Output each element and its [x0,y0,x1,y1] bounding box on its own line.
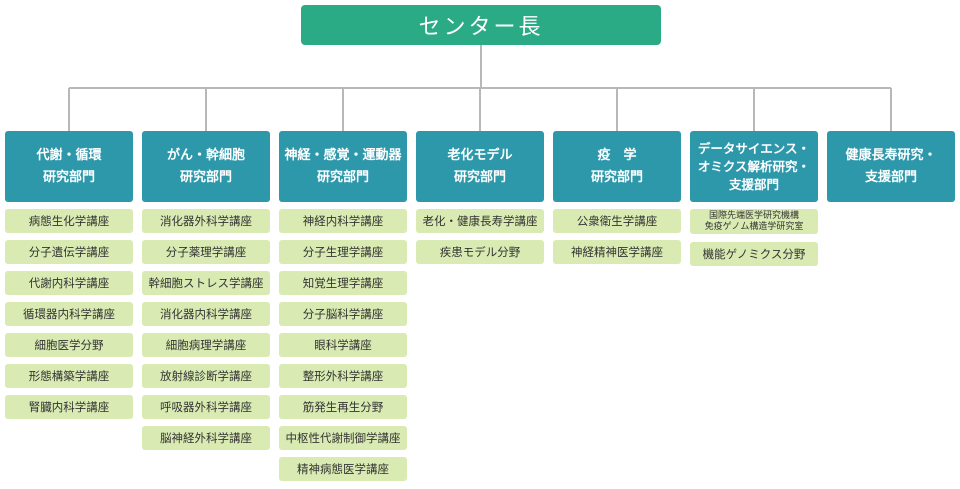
list-item: 疾患モデル分野 [416,240,544,264]
list-item: 中枢性代謝制御学講座 [279,426,407,450]
list-item: 消化器外科学講座 [142,209,270,233]
department-title-line1: 代謝・循環 [36,147,102,163]
list-item: 機能ゲノミクス分野 [690,242,818,266]
department-items-column: 病態生化学講座 分子遺伝学講座 代謝内科学講座 循環器内科学講座 細胞医学分野 … [5,209,133,426]
list-item: 脳神経外科学講座 [142,426,270,450]
list-item-line2: 免疫ゲノム構造学研究室 [704,221,804,232]
list-item: 代謝内科学講座 [5,271,133,295]
department-items-column: 公衆衛生学講座 神経精神医学講座 [553,209,681,271]
department-title-line2: 研究部門 [179,169,232,185]
list-item: 分子遺伝学講座 [5,240,133,264]
list-item: 公衆衛生学講座 [553,209,681,233]
root-node-center-director: センター長 [301,5,661,45]
list-item: 老化・健康長寿学講座 [416,209,544,233]
list-item: 分子脳科学講座 [279,302,407,326]
list-item: 神経精神医学講座 [553,240,681,264]
department-title-line2: オミクス解析研究・ [697,158,811,174]
list-item: 腎臓内科学講座 [5,395,133,419]
list-item: 形態構築学講座 [5,364,133,388]
department-title-line3: 支援部門 [728,176,779,192]
list-item: 精神病態医学講座 [279,457,407,481]
list-item: 消化器内科学講座 [142,302,270,326]
department-healthy-longevity: 健康長寿研究・ 支援部門 [827,131,955,202]
department-title-line1: 神経・感覚・運動器 [284,147,402,163]
list-item: 細胞病理学講座 [142,333,270,357]
list-item: 筋発生再生分野 [279,395,407,419]
list-item: 幹細胞ストレス学講座 [142,271,270,295]
department-title-line1: 健康長寿研究・ [845,147,937,163]
department-title-line1: 疫 学 [597,147,637,163]
list-item: 神経内科学講座 [279,209,407,233]
department-neuro-sensory-motor: 神経・感覚・運動器 研究部門 [279,131,407,202]
department-items-column: 老化・健康長寿学講座 疾患モデル分野 [416,209,544,271]
department-title-line1: 老化モデル [447,147,513,163]
list-item: 病態生化学講座 [5,209,133,233]
department-aging-model: 老化モデル 研究部門 [416,131,544,202]
list-item: 分子薬理学講座 [142,240,270,264]
department-items-column: 国際先端医学研究機構 免疫ゲノム構造学研究室 機能ゲノミクス分野 [690,209,818,273]
department-data-science-omics: データサイエンス・ オミクス解析研究・ 支援部門 [690,131,818,202]
list-item: 循環器内科学講座 [5,302,133,326]
department-title-line2: 支援部門 [864,169,917,185]
department-title-line2: 研究部門 [590,169,643,185]
department-epidemiology: 疫 学 研究部門 [553,131,681,202]
list-item: 分子生理学講座 [279,240,407,264]
department-title-line2: 研究部門 [316,169,369,185]
list-item-line1: 国際先端医学研究機構 [708,210,799,221]
root-label: センター長 [418,15,544,40]
list-item: 整形外科学講座 [279,364,407,388]
list-item: 細胞医学分野 [5,333,133,357]
list-item: 知覚生理学講座 [279,271,407,295]
department-items-column: 消化器外科学講座 分子薬理学講座 幹細胞ストレス学講座 消化器内科学講座 細胞病… [142,209,270,457]
list-item: 眼科学講座 [279,333,407,357]
list-item: 国際先端医学研究機構 免疫ゲノム構造学研究室 [690,209,818,234]
department-title-line2: 研究部門 [42,169,95,185]
department-metabolism-circulation: 代謝・循環 研究部門 [5,131,133,202]
department-title-line2: 研究部門 [453,169,506,185]
department-cancer-stem-cell: がん・幹細胞 研究部門 [142,131,270,202]
department-title-line1: がん・幹細胞 [166,147,245,163]
list-item: 呼吸器外科学講座 [142,395,270,419]
list-item: 放射線診断学講座 [142,364,270,388]
department-title-line1: データサイエンス・ [697,140,811,156]
department-items-column: 神経内科学講座 分子生理学講座 知覚生理学講座 分子脳科学講座 眼科学講座 整形… [279,209,407,488]
